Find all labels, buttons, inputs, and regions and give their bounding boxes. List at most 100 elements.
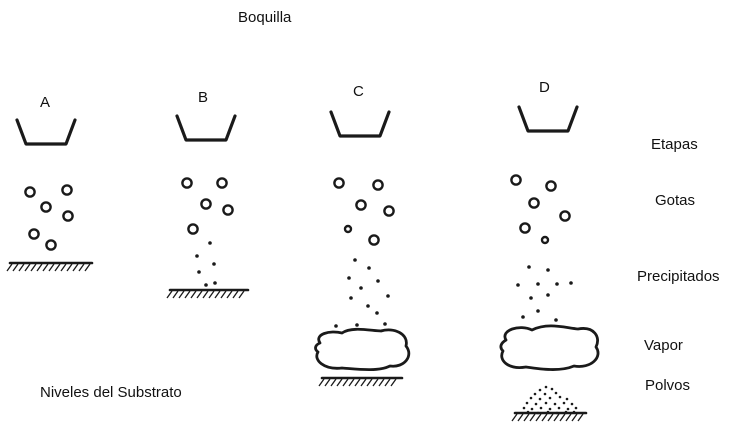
nozzle-c — [331, 112, 389, 136]
nozzle-a — [17, 120, 75, 144]
vapor-cloud-d — [501, 326, 598, 370]
drop-d — [520, 223, 529, 232]
substrate-c-hatch — [391, 379, 396, 386]
drop-c — [334, 178, 343, 187]
drop-c — [369, 235, 378, 244]
drop-a — [63, 211, 72, 220]
substrate-group — [7, 263, 586, 421]
precipitate-dot-c — [383, 322, 387, 326]
substrate-d-hatch — [548, 414, 553, 421]
precipitate-dot-d — [516, 283, 520, 287]
precipitate-dot-c — [375, 311, 379, 315]
powder-particle — [523, 407, 526, 410]
substrate-d-hatch — [536, 414, 541, 421]
precipitate-dot-d — [546, 268, 550, 272]
powder-group — [523, 386, 578, 415]
substrate-c-hatch — [379, 379, 384, 386]
substrate-b-hatch — [239, 291, 244, 298]
powder-particle — [545, 402, 548, 405]
substrate-a-hatch — [13, 264, 18, 271]
substrate-a-hatch — [73, 264, 78, 271]
substrate-d — [512, 413, 586, 421]
drop-d — [529, 198, 538, 207]
powder-particle — [544, 393, 547, 396]
substrate-d-hatch — [560, 414, 565, 421]
powder-particle — [531, 408, 534, 411]
precipitate-dot-c — [359, 286, 363, 290]
drop-a — [46, 240, 55, 249]
powder-particle — [534, 393, 537, 396]
powder-particle — [555, 392, 558, 395]
substrate-a-hatch — [49, 264, 54, 271]
precipitate-dot-d — [536, 282, 540, 286]
substrate-a-hatch — [67, 264, 72, 271]
substrate-a-hatch — [7, 264, 12, 271]
substrate-a-hatch — [37, 264, 42, 271]
drop-d — [546, 181, 555, 190]
precipitate-dot-d — [536, 309, 540, 313]
substrate-b-hatch — [191, 291, 196, 298]
substrate-d-hatch — [578, 414, 583, 421]
precipitate-dot-d — [527, 265, 531, 269]
drop-d — [542, 237, 548, 243]
substrate-b-hatch — [179, 291, 184, 298]
substrate-d-hatch — [530, 414, 535, 421]
drop-a — [29, 229, 38, 238]
substrate-b — [167, 290, 248, 298]
powder-particle — [563, 402, 566, 405]
substrate-a-hatch — [55, 264, 60, 271]
precipitate-dot-c — [366, 304, 370, 308]
powder-particle — [558, 407, 561, 410]
precipitate-dot-c — [347, 276, 351, 280]
substrate-c-hatch — [367, 379, 372, 386]
powder-particle — [566, 398, 569, 401]
substrate-b-hatch — [203, 291, 208, 298]
nozzle-group — [17, 107, 577, 144]
powder-particle — [549, 397, 552, 400]
substrate-a-hatch — [43, 264, 48, 271]
nozzle-b — [177, 116, 235, 140]
powder-particle — [530, 397, 533, 400]
precipitate-dot-c — [353, 258, 357, 262]
substrate-a-hatch — [79, 264, 84, 271]
powder-particle — [535, 403, 538, 406]
substrate-b-hatch — [197, 291, 202, 298]
drop-group — [25, 175, 569, 249]
precipitate-dot-b — [195, 254, 199, 258]
substrate-d-hatch — [518, 414, 523, 421]
substrate-d-hatch — [512, 414, 517, 421]
substrate-c-hatch — [355, 379, 360, 386]
precipitate-dot-d — [529, 296, 533, 300]
drop-c — [373, 180, 382, 189]
drop-a — [41, 202, 50, 211]
precipitate-dot-c — [367, 266, 371, 270]
precipitate-dot-b — [212, 262, 216, 266]
substrate-c-hatch — [331, 379, 336, 386]
substrate-c-hatch — [349, 379, 354, 386]
substrate-a — [7, 263, 92, 271]
powder-particle — [571, 403, 574, 406]
substrate-b-hatch — [221, 291, 226, 298]
substrate-a-hatch — [19, 264, 24, 271]
substrate-a-hatch — [25, 264, 30, 271]
powder-particle — [526, 402, 529, 405]
substrate-a-hatch — [85, 264, 90, 271]
precipitate-dot-c — [355, 323, 359, 327]
powder-particle — [540, 407, 543, 410]
drop-b — [217, 178, 226, 187]
powder-particle — [551, 388, 554, 391]
powder-particle — [549, 408, 552, 411]
substrate-c-hatch — [343, 379, 348, 386]
substrate-c-hatch — [373, 379, 378, 386]
powder-particle — [554, 403, 557, 406]
precipitate-dot-b — [197, 270, 201, 274]
substrate-c — [319, 378, 402, 386]
substrate-b-hatch — [233, 291, 238, 298]
precipitate-dot-b — [213, 281, 217, 285]
precipitate-dot-b — [208, 241, 212, 245]
substrate-b-hatch — [167, 291, 172, 298]
drop-a — [25, 187, 34, 196]
precipitate-dot-d — [554, 318, 558, 322]
substrate-c-hatch — [325, 379, 330, 386]
